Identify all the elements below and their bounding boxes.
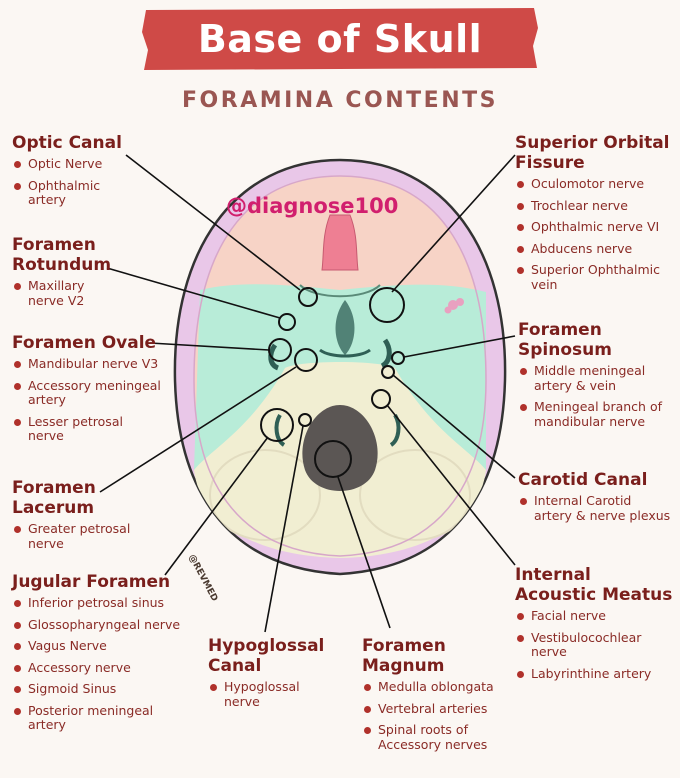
- list-item: Greater petrosal nerve: [12, 521, 152, 551]
- label-heading: Foramen Ovale: [12, 333, 157, 353]
- banner-shape: [142, 8, 538, 70]
- leader-lines: [99, 154, 516, 633]
- list-item: Posterior meningeal artery: [12, 703, 192, 733]
- foramen-magnum-marker: [314, 440, 352, 478]
- list-item: Sigmoid Sinus: [12, 681, 192, 697]
- optic-canal-marker: [298, 287, 318, 307]
- foramen-lacerum-marker: [294, 348, 318, 372]
- crista-galli: [321, 214, 359, 271]
- skull-outline: [173, 158, 507, 576]
- foramen-ovale-group: Foramen Ovale Mandibular nerve V3 Accesso…: [12, 333, 162, 451]
- label-heading: Superior Orbital Fissure: [515, 133, 670, 173]
- list-item: Inferior petrosal sinus: [12, 595, 192, 611]
- list-item: Facial nerve: [515, 608, 675, 624]
- jugular-foramen-marker: [260, 408, 294, 442]
- hypoglossal-canal-group: Hypoglossal Canal Hypoglossal nerve: [208, 636, 336, 716]
- list-item: Accessory nerve: [12, 660, 192, 676]
- list-item: Spinal roots of Accessory nerves: [362, 722, 510, 752]
- list-item: Hypoglossal nerve: [208, 679, 336, 709]
- label-heading: Foramen Lacerum: [12, 478, 96, 518]
- list-item: Trochlear nerve: [515, 198, 675, 214]
- foramen-lacerum-group: Foramen Lacerum Greater petrosal nerve: [12, 478, 152, 558]
- label-heading: Carotid Canal: [518, 470, 648, 490]
- label-heading: Optic Canal: [12, 133, 122, 153]
- superior-orbital-fissure-marker: [369, 287, 405, 323]
- label-heading: Foramen Rotundum: [12, 235, 112, 275]
- foramen-rotundum-marker: [278, 313, 296, 331]
- foramen-spinosum-group: Foramen Spinosum Middle meningeal artery…: [518, 320, 676, 436]
- label-heading: Internal Acoustic Meatus: [515, 565, 673, 605]
- list-item: Abducens nerve: [515, 241, 675, 257]
- foramen-spinosum-marker: [391, 351, 405, 365]
- internal-acoustic-meatus-marker: [371, 389, 391, 409]
- list-item: Labyrinthine artery: [515, 666, 675, 682]
- list-item: Maxillary nerve V2: [12, 278, 117, 308]
- foramen-rotundum-group: Foramen Rotundum Maxillary nerve V2: [12, 235, 117, 315]
- list-item: Internal Carotid artery & nerve plexus: [518, 493, 673, 523]
- list-item: Lesser petrosal nerve: [12, 414, 162, 444]
- list-item: Oculomotor nerve: [515, 176, 675, 192]
- list-item: Glossopharyngeal nerve: [12, 617, 192, 633]
- list-item: Medulla oblongata: [362, 679, 510, 695]
- page-subtitle: FORAMINA CONTENTS: [182, 88, 498, 113]
- list-item: Ophthalmic artery: [12, 178, 142, 208]
- list-item: Vagus Nerve: [12, 638, 192, 654]
- list-item: Superior Ophthalmic vein: [515, 262, 675, 292]
- list-item: Meningeal branch of mandibular nerve: [518, 399, 676, 429]
- title-banner: Base of Skull: [140, 6, 540, 72]
- label-heading: Jugular Foramen: [12, 572, 171, 592]
- hypoglossal-canal-marker: [298, 413, 312, 427]
- list-item: Middle meningeal artery & vein: [518, 363, 676, 393]
- list-item: Ophthalmic nerve VI: [515, 219, 675, 235]
- list-item: Vestibulocochlear nerve: [515, 630, 675, 660]
- page-title: Base of Skull: [197, 17, 483, 61]
- list-item: Mandibular nerve V3: [12, 356, 162, 372]
- author-handle: @diagnose100: [226, 194, 399, 218]
- label-heading: Foramen Spinosum: [518, 320, 612, 360]
- carotid-canal-marker: [381, 365, 395, 379]
- carotid-canal-group: Carotid Canal Internal Carotid artery & …: [518, 470, 673, 530]
- list-item: Accessory meningeal artery: [12, 378, 162, 408]
- jugular-foramen-group: Jugular Foramen Inferior petrosal sinus …: [12, 572, 192, 740]
- foramina-circles: [260, 287, 405, 478]
- list-item: Vertebral arteries: [362, 701, 510, 717]
- label-heading: Foramen Magnum: [362, 636, 446, 676]
- list-item: Optic Nerve: [12, 156, 142, 172]
- foramen-magnum-shape: [302, 405, 378, 491]
- label-heading: Hypoglossal Canal: [208, 636, 325, 676]
- superior-orbital-fissure-group: Superior Orbital Fissure Oculomotor nerv…: [515, 133, 675, 299]
